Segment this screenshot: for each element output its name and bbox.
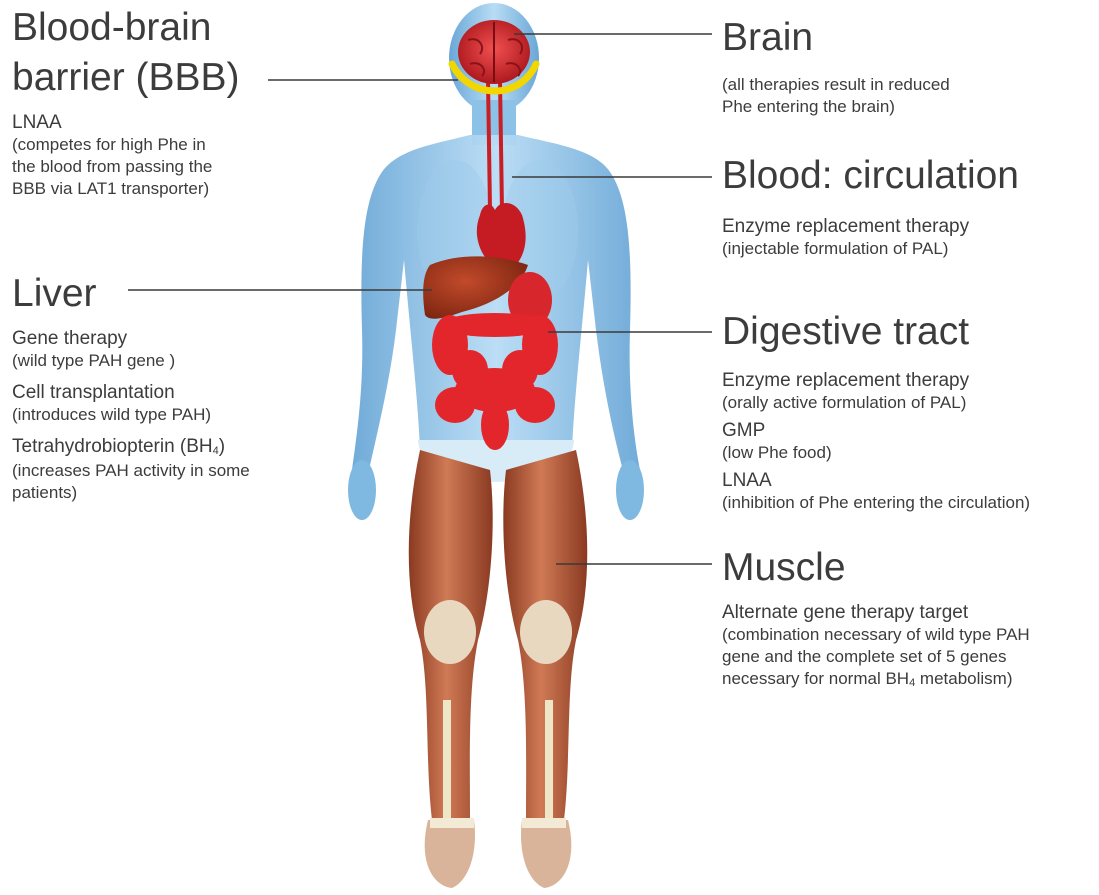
liver-title: Liver	[12, 272, 97, 316]
liver-note2: (introduces wild type PAH)	[12, 404, 250, 426]
bbb-item: LNAA	[12, 112, 212, 134]
legs-muscle	[409, 450, 588, 888]
muscle-note-line3: necessary for normal BH4 metabolism)	[722, 668, 1030, 692]
bbb-note-line1: (competes for high Phe in	[12, 134, 212, 156]
bbb-title-line1: Blood-brain	[12, 6, 211, 50]
digestive-note1: (orally active formulation of PAL)	[722, 392, 1030, 414]
liver-description: Gene therapy (wild type PAH gene ) Cell …	[12, 328, 250, 504]
bbb-note-line2: the blood from passing the	[12, 156, 212, 178]
liver-item2: Cell transplantation	[12, 382, 250, 404]
blood-item: Enzyme replacement therapy	[722, 216, 969, 238]
blood-title: Blood: circulation	[722, 154, 1019, 198]
brain-note-line2: Phe entering the brain)	[722, 96, 950, 118]
muscle-description: Alternate gene therapy target (combinati…	[722, 602, 1030, 692]
bbb-description: LNAA (competes for high Phe in the blood…	[12, 112, 212, 200]
muscle-title: Muscle	[722, 546, 846, 590]
bbb-note-line3: BBB via LAT1 transporter)	[12, 178, 212, 200]
muscle-item: Alternate gene therapy target	[722, 602, 1030, 624]
digestive-title: Digestive tract	[722, 310, 969, 354]
brain-description: (all therapies result in reduced Phe ent…	[722, 74, 950, 118]
brain-note-line1: (all therapies result in reduced	[722, 74, 950, 96]
liver-note1: (wild type PAH gene )	[12, 350, 250, 372]
bbb-title-line2: barrier (BBB)	[12, 56, 240, 100]
brain-title: Brain	[722, 16, 813, 60]
muscle-note-line2: gene and the complete set of 5 genes	[722, 646, 1030, 668]
liver-note3-line2: patients)	[12, 482, 250, 504]
blood-note: (injectable formulation of PAL)	[722, 238, 969, 260]
liver-item3: Tetrahydrobiopterin (BH4)	[12, 436, 250, 460]
liver-note3-line1: (increases PAH activity in some	[12, 460, 250, 482]
digestive-note3: (inhibition of Phe entering the circulat…	[722, 492, 1030, 514]
blood-description: Enzyme replacement therapy (injectable f…	[722, 216, 969, 260]
muscle-note-line1: (combination necessary of wild type PAH	[722, 624, 1030, 646]
digestive-item1: Enzyme replacement therapy	[722, 370, 1030, 392]
brain	[458, 20, 530, 84]
digestive-description: Enzyme replacement therapy (orally activ…	[722, 370, 1030, 514]
digestive-note2: (low Phe food)	[722, 442, 1030, 464]
liver-item1: Gene therapy	[12, 328, 250, 350]
digestive-item2: GMP	[722, 420, 1030, 442]
digestive-item3: LNAA	[722, 470, 1030, 492]
